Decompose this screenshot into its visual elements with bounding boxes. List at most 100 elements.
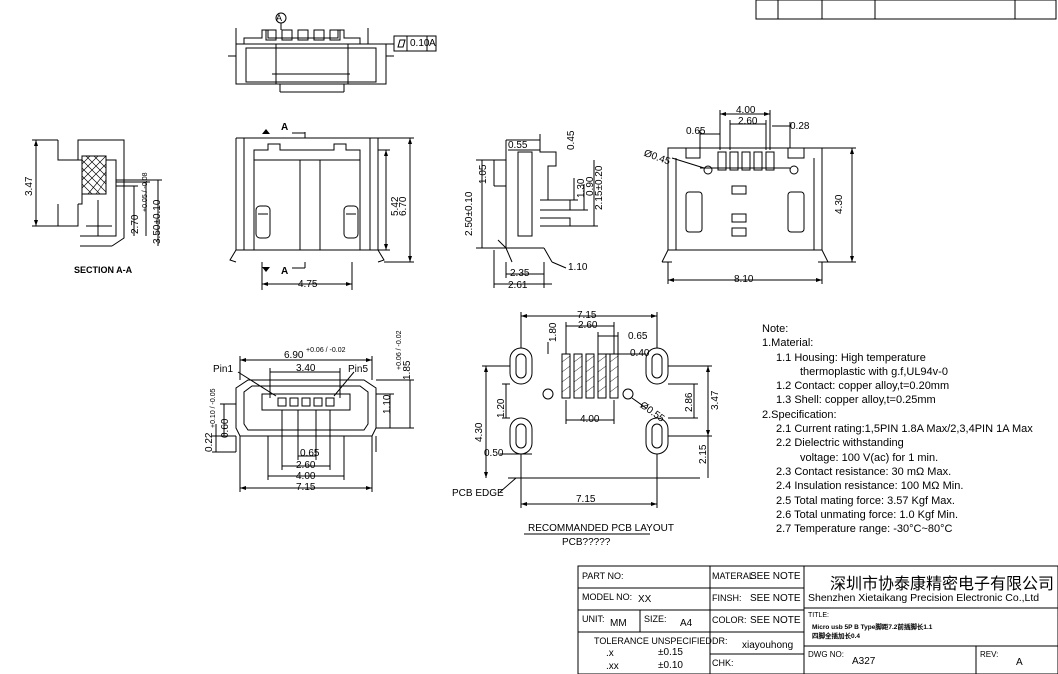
size-label: SIZE:	[644, 614, 667, 624]
material-value: SEE NOTE	[750, 571, 801, 582]
pcb-layout-title: RECOMMANDED PCB LAYOUT	[528, 523, 674, 534]
tolerance-label: TOLERANCE UNSPECIFIED	[594, 636, 712, 646]
dimension-arrows	[34, 112, 854, 506]
size-value: A4	[680, 618, 693, 629]
section-dim-270: 2.70	[130, 214, 141, 234]
side-dim-045: 0.45	[566, 130, 577, 150]
section-dim-270-tol: +0.05 / -0.08	[142, 172, 149, 212]
note-line: 2.4 Insulation resistance: 100 MΩ Min.	[776, 480, 964, 493]
revision-value: A	[1016, 657, 1023, 668]
rear-dim-022-tol: +0.10 / -0.05	[210, 388, 217, 428]
pcb-dim-040: 0.40	[630, 348, 650, 359]
rear-dim-690: 6.90	[284, 350, 304, 361]
section-dim-347: 3.47	[24, 176, 35, 196]
rear-dim-400: 4.00	[296, 471, 316, 482]
front-dim-670: 6.70	[398, 196, 409, 216]
side-dim-235: 2.35	[510, 268, 530, 279]
front-datum-top: A	[281, 122, 289, 133]
tol-x-value: ±0.15	[658, 647, 683, 658]
note-line: 2.6 Total unmating force: 1.0 Kgf Min.	[776, 508, 959, 521]
rear-view-drawing	[212, 356, 414, 492]
side-dim-250: 2.50±0.10	[464, 191, 475, 236]
revision-table	[755, 0, 1057, 20]
rear-dim-110: 1.10	[382, 394, 393, 414]
side-view-drawing	[476, 134, 598, 288]
pcb-dim-400: 4.00	[580, 414, 600, 425]
rear-pin1-label: Pin1	[213, 364, 234, 375]
rear-dim-065: 0.65	[300, 448, 320, 459]
model-no-value: XX	[638, 594, 652, 605]
unit-value: MM	[610, 618, 627, 629]
pcb-edge-label: PCB EDGE	[452, 488, 504, 499]
notes-block: Note: 1.Material: 1.1 Housing: High temp…	[762, 322, 1033, 536]
pcb-dim-715-top: 7.15	[577, 310, 597, 321]
revision-label: REV:	[980, 650, 999, 659]
section-dim-350: 3.50±0.10	[152, 199, 163, 244]
unit-label: UNIT:	[582, 614, 605, 624]
side-dim-110: 1.10	[568, 262, 588, 273]
note-line: 1.Material:	[762, 337, 814, 350]
company-name-en: Shenzhen Xietaikang Precision Electronic…	[808, 592, 1040, 604]
material-label: MATERAL:	[712, 571, 757, 581]
checked-by-label: CHK:	[712, 658, 734, 668]
front-view-drawing	[229, 132, 414, 290]
finish-label: FINSH:	[712, 593, 742, 603]
pcb-dim-180: 1.80	[548, 322, 559, 342]
drawing-number-value: A327	[852, 656, 876, 667]
pcb-dim-430: 4.30	[474, 422, 485, 442]
title-line-1: Micro usb 5P B Type脚距7.2前插脚长1.1	[812, 624, 933, 631]
notes-heading: Note:	[762, 323, 789, 335]
note-line: 2.5 Total mating force: 3.57 Kgf Max.	[776, 494, 955, 507]
title-label: TITLE:	[808, 612, 830, 619]
side-dim-215: 2.15±0.20	[594, 165, 605, 210]
company-name-cn: 深圳市协泰康精密电子有限公司	[830, 574, 1055, 593]
rear-pin5-label: Pin5	[348, 364, 369, 375]
plan-dim-430: 4.30	[834, 194, 845, 214]
pcb-dim-347: 3.47	[710, 390, 721, 410]
pcb-layout-drawing	[482, 312, 712, 535]
plan-dim-065: 0.65	[686, 126, 706, 137]
section-aa-drawing	[32, 139, 162, 247]
note-line: 2.3 Contact resistance: 30 mΩ Max.	[776, 465, 952, 478]
pcb-dim-120: 1.20	[496, 398, 507, 418]
plan-view-drawing	[661, 110, 856, 284]
pcb-dim-215: 2.15	[698, 444, 709, 464]
pcb-dim-286: 2.86	[684, 392, 695, 412]
section-label: SECTION A-A	[74, 265, 133, 275]
side-dim-261: 2.61	[508, 280, 528, 291]
datum-circle-label: A	[276, 13, 283, 23]
color-value: SEE NOTE	[750, 615, 801, 626]
note-line: thermoplastic with g.f,UL94v-0	[800, 365, 948, 378]
note-line: 1.2 Contact: copper alloy,t=0.20mm	[776, 380, 950, 393]
tol-xx-label: .xx	[606, 661, 619, 672]
top-view-drawing	[228, 12, 437, 93]
rear-dim-340: 3.40	[296, 363, 316, 374]
rear-dim-022: 0.22	[204, 432, 215, 452]
color-label: COLOR:	[712, 615, 747, 625]
model-no-label: MODEL NO:	[582, 592, 633, 602]
pcb-dim-050: 0.50	[484, 448, 504, 459]
drawing-number-label: DWG NO:	[808, 650, 844, 659]
rear-dim-060: 0.60	[220, 418, 231, 438]
side-dim-055: 0.55	[508, 140, 528, 151]
rear-dim-185-tol: +0.06 / -0.02	[396, 330, 403, 370]
pcb-dim-065: 0.65	[628, 331, 648, 342]
plan-dim-260: 2.60	[738, 116, 758, 127]
finish-value: SEE NOTE	[750, 593, 801, 604]
note-line: 2.7 Temperature range: -30°C~80°C	[776, 523, 953, 536]
pcb-dim-260: 2.60	[578, 320, 598, 331]
plan-dim-028: 0.28	[790, 121, 810, 132]
note-line: 1.1 Housing: High temperature	[776, 351, 926, 364]
title-block-lines	[577, 565, 1058, 674]
flatness-datum: A	[429, 38, 436, 49]
flatness-value: 0.10	[410, 38, 430, 49]
tol-xx-value: ±0.10	[658, 660, 683, 671]
pcb-layout-subtitle: PCB?????	[562, 537, 611, 548]
front-datum-bottom: A	[281, 266, 289, 277]
note-line: 1.3 Shell: copper alloy,t=0.25mm	[776, 394, 936, 407]
title-line-2: 四脚全插加长0.4	[812, 633, 861, 640]
rear-dim-715: 7.15	[296, 482, 316, 493]
plan-dim-810: 8.10	[734, 274, 754, 285]
tol-x-label: .x	[606, 648, 614, 659]
